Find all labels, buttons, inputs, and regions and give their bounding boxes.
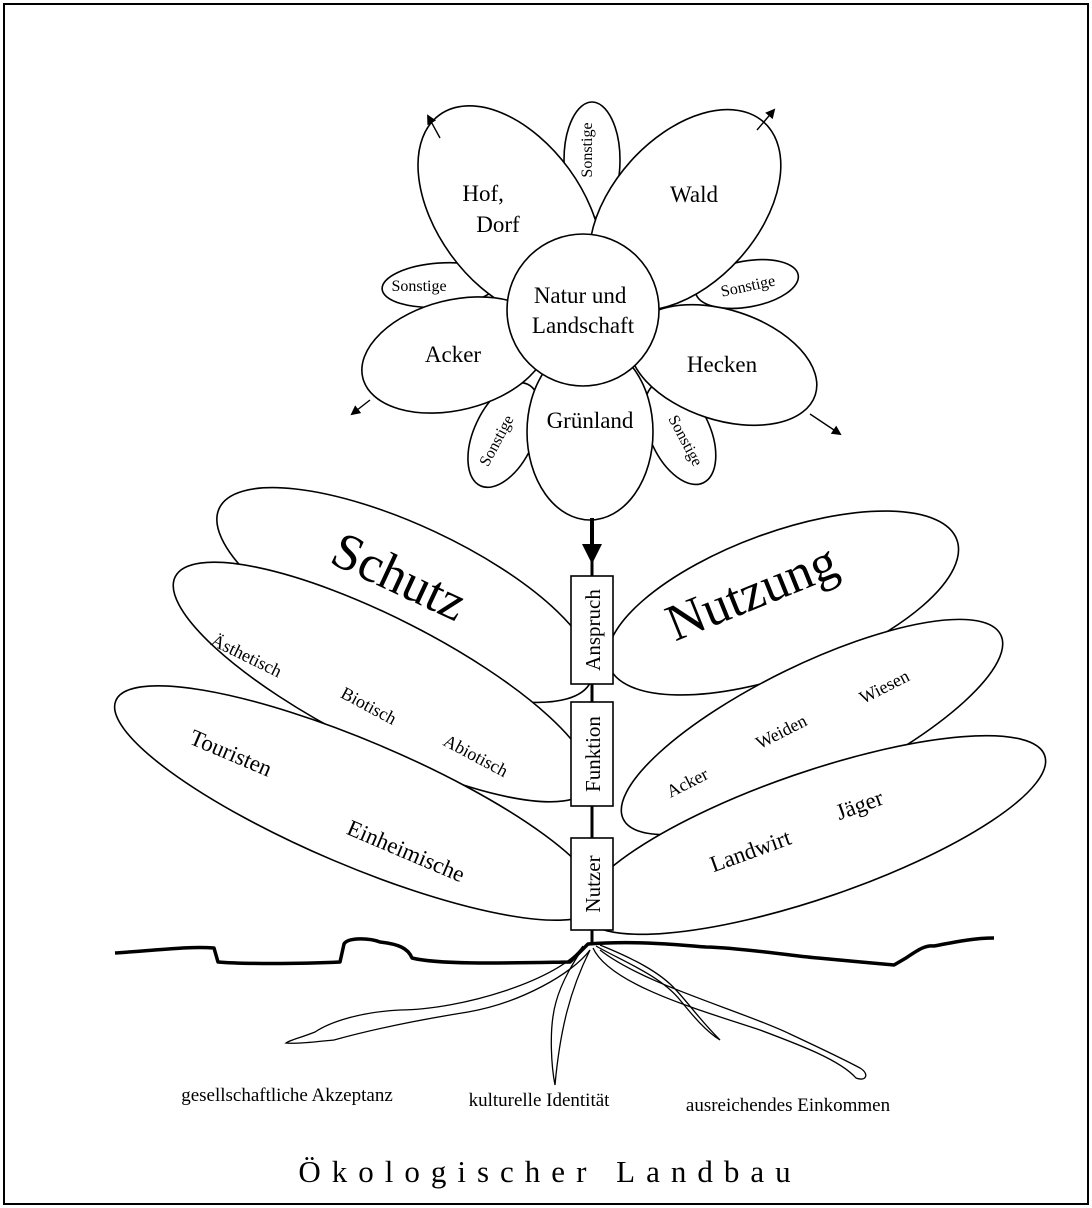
label-root-left: gesellschaftliche Akzeptanz [181,1085,393,1106]
leaves [113,486,1047,936]
label-root-middle: kulturelle Identität [469,1090,611,1111]
label-nutzer: Nutzer [581,855,605,912]
stem-box-funktion [570,701,614,807]
label-anspruch: Anspruch [581,589,605,671]
label-wald: Wald [670,182,718,207]
label-flower-center: Natur und Landschaft [532,283,635,338]
arrow-up-right [756,108,776,131]
stem-box-anspruch [570,575,614,685]
label-hecken: Hecken [687,352,758,377]
label-hof-dorf: Hof, Dorf [462,181,520,237]
arrow-up-left [427,114,441,139]
stem-box-nutzer [570,837,614,931]
label-root-right: ausreichendes Einkommen [686,1095,891,1116]
flower-center [506,233,660,387]
ground-line [114,936,995,967]
label-funktion: Funktion [581,716,605,792]
roots [284,944,867,1086]
label-sonstige-top: Sonstige [579,122,596,177]
flower-head: Hof, Dorf Wald Acker Hecken Grünland Nat… [350,101,842,521]
label-gruenland: Grünland [547,408,634,433]
label-sonstige-left: Sonstige [391,278,446,295]
diagram-title: Ökologischer Landbau [298,1154,801,1189]
arrow-down-left [350,399,371,416]
arrow-down-right [809,413,842,436]
label-acker-petal: Acker [425,342,482,367]
